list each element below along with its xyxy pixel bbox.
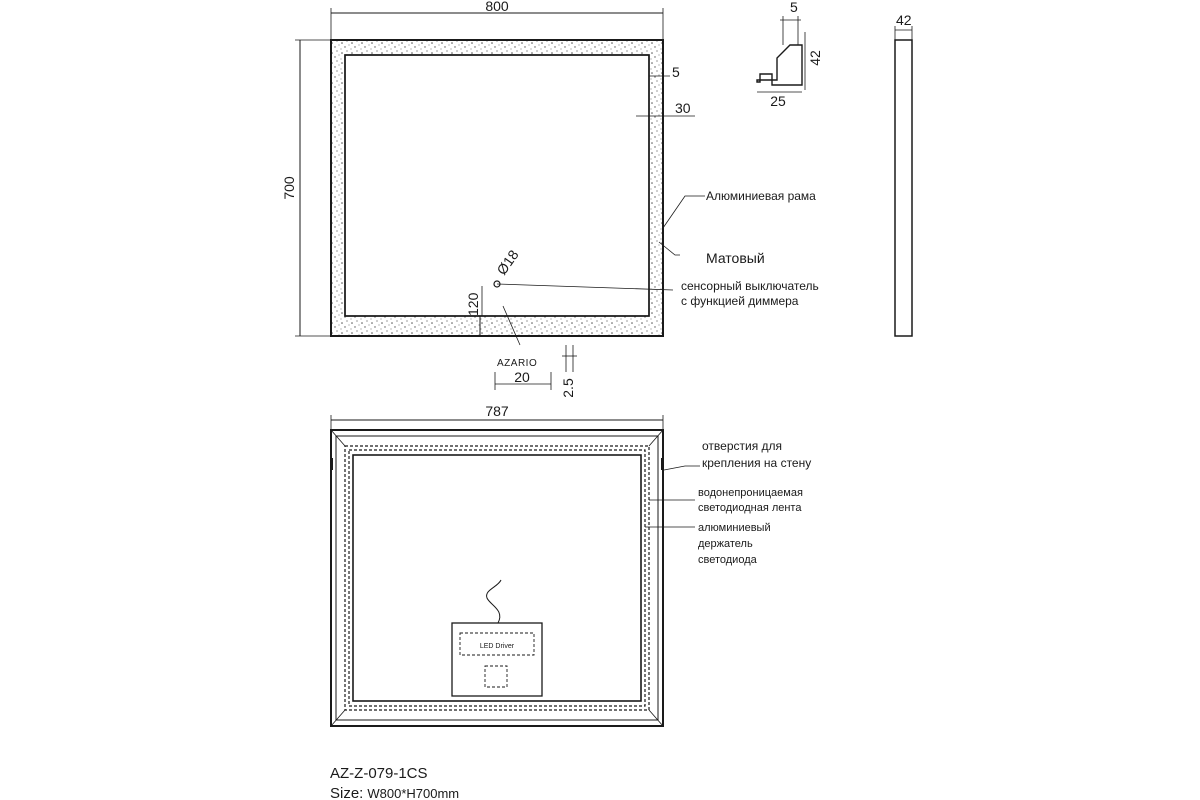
logo-width-dimension: 20 [514,369,530,385]
profile-shape [756,44,803,86]
profile-width-dimension: 25 [770,93,786,109]
driver-cable [486,579,502,624]
label-strip-line1: водонепроницаемая [698,487,803,499]
side-view: 42 [894,12,913,337]
front-view: 800 700 5 30 Алюминиевая рама Матовый Ø1… [281,0,819,398]
label-holder-line2: держатель [698,538,753,550]
profile-height-dimension: 42 [807,50,823,66]
label-strip-line2: светодиодная лента [698,502,802,514]
led-strip [344,445,650,711]
model-number: AZ-Z-079-1CS [330,765,428,782]
logo-thickness-dimension: 2.5 [560,378,576,398]
label-holes-line2: крепления на стену [702,456,811,470]
size-prefix: Size: [330,785,363,800]
back-width-dimension: 787 [485,403,509,419]
led-driver-label: LED Driver [480,643,515,650]
border-dimension: 5 [672,64,680,80]
frame-profile: 5 42 25 [756,0,823,109]
height-dimension: 700 [281,176,297,200]
label-matte: Матовый [706,250,765,266]
profile-top-dimension: 5 [790,0,798,15]
product-info: AZ-Z-079-1CS Size: W800*H700mm [330,765,459,800]
size-label: Size: W800*H700mm [330,785,459,800]
label-switch-line1: сенсорный выключатель [681,279,819,293]
azario-logo: AZARIO [497,358,537,369]
led-driver-box [451,622,543,697]
size-value: W800*H700mm [367,786,459,800]
diameter-dimension: Ø18 [493,247,521,278]
width-dimension: 800 [485,0,509,14]
depth-dimension: 42 [896,12,912,28]
mirror-frame [330,39,664,337]
back-view: 787 LED Driver отверстия для крепления н… [330,403,811,727]
label-switch-line2: с функцией диммера [681,294,799,308]
frame-dimension: 30 [675,100,691,116]
mount-hole-right [661,458,664,470]
label-holder-line1: алюминиевый [698,522,771,534]
mount-hole-left [330,458,333,470]
label-holder-line3: светодиода [698,554,758,566]
switch-offset-dimension: 120 [465,292,481,316]
label-holes-line1: отверстия для [702,439,782,453]
label-frame: Алюминиевая рама [706,189,816,203]
